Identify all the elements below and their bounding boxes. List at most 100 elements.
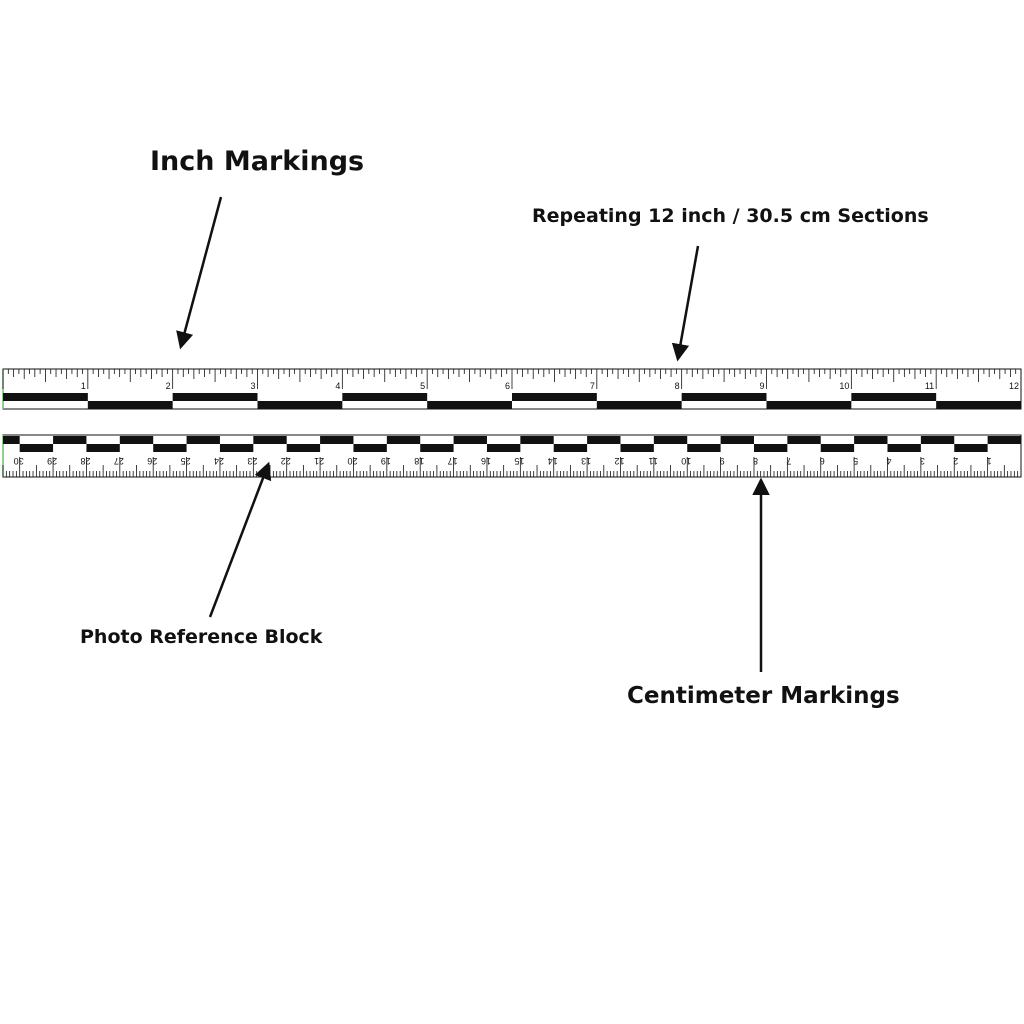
cm-photo-block	[653, 436, 688, 444]
cm-photo-block	[987, 436, 1021, 444]
inch-photo-block	[766, 401, 852, 409]
inch-tick-label: 4	[335, 381, 340, 391]
cm-tick-label: 24	[214, 456, 224, 466]
inch-tick-label: 3	[250, 381, 255, 391]
cm-tick-label: 14	[548, 456, 558, 466]
inch-photo-blocks	[3, 393, 1021, 409]
repeating-sections-arrow	[671, 245, 700, 362]
inch-tick-label: 12	[1009, 381, 1019, 391]
cm-tick-label: 22	[281, 456, 291, 466]
cm-photo-block	[787, 436, 821, 444]
cm-tick-label: 28	[80, 456, 90, 466]
cm-tick-label: 16	[481, 456, 491, 466]
cm-tick-label: 8	[753, 456, 758, 466]
cm-tick-label: 7	[786, 456, 791, 466]
photo-reference-block-label: Photo Reference Block	[80, 626, 323, 648]
cm-photo-block	[486, 444, 521, 452]
cm-tick-label: 11	[649, 456, 658, 466]
cm-photo-block	[386, 436, 421, 444]
inch-tick-label: 6	[505, 381, 510, 391]
cm-tick-label: 17	[448, 456, 458, 466]
photo-reference-block-arrow	[208, 461, 272, 618]
cm-tick-label: 21	[314, 456, 324, 466]
inch-tick-label: 5	[420, 381, 425, 391]
cm-photo-block	[687, 444, 721, 452]
cm-tick-label: 15	[514, 456, 524, 466]
cm-photo-block	[553, 444, 588, 452]
inch-photo-block	[342, 393, 428, 401]
cm-photo-blocks	[3, 436, 1021, 452]
cm-tick-label: 23	[247, 456, 257, 466]
cm-photo-block	[854, 436, 888, 444]
inch-tick-label: 2	[166, 381, 171, 391]
cm-ruler: 1234567891011121314151617181920212223242…	[2, 434, 1022, 478]
cm-photo-block	[3, 436, 20, 444]
inch-photo-block	[512, 393, 597, 401]
cm-tick-label: 20	[347, 456, 357, 466]
cm-photo-block	[286, 444, 321, 452]
inch-photo-block	[596, 401, 682, 409]
inch-tick-label: 8	[675, 381, 680, 391]
inch-tick-label: 11	[925, 381, 934, 391]
cm-photo-block	[253, 436, 287, 444]
repeating-sections-label: Repeating 12 inch / 30.5 cm Sections	[532, 205, 929, 227]
cm-photo-block	[720, 436, 754, 444]
cm-tick-label: 26	[147, 456, 157, 466]
cm-tick-label: 13	[581, 456, 591, 466]
cm-photo-block	[420, 444, 454, 452]
cm-tick-label: 18	[414, 456, 424, 466]
cm-photo-block	[320, 436, 354, 444]
inch-photo-block	[257, 401, 343, 409]
cm-tick-label: 12	[614, 456, 624, 466]
cm-photo-block	[520, 436, 554, 444]
cm-photo-block	[920, 436, 955, 444]
cm-labels: 1234567891011121314151617181920212223242…	[14, 456, 992, 466]
cm-tick-label: 29	[47, 456, 57, 466]
inch-tick-label: 10	[839, 381, 849, 391]
inch-tick-label: 1	[81, 381, 86, 391]
inch-tick-label: 9	[759, 381, 764, 391]
cm-tick-label: 3	[920, 456, 925, 466]
centimeter-markings-label: Centimeter Markings	[627, 683, 900, 709]
cm-tick-label: 9	[720, 456, 725, 466]
inch-photo-block	[172, 393, 258, 401]
cm-tick-label: 6	[820, 456, 825, 466]
cm-photo-block	[153, 444, 187, 452]
inch-photo-block	[681, 393, 767, 401]
cm-ticks	[2, 457, 1022, 477]
cm-photo-block	[820, 444, 855, 452]
cm-photo-block	[620, 444, 654, 452]
cm-photo-block	[219, 444, 254, 452]
cm-tick-label: 27	[114, 456, 124, 466]
cm-photo-block	[887, 444, 921, 452]
cm-tick-label: 4	[886, 456, 891, 466]
cm-photo-block	[119, 436, 154, 444]
inch-ticks	[2, 369, 1022, 389]
cm-photo-block	[453, 436, 487, 444]
cm-photo-block	[19, 444, 54, 452]
inch-photo-block	[427, 401, 512, 409]
cm-photo-block	[86, 444, 120, 452]
cm-tick-label: 30	[14, 456, 24, 466]
cm-photo-block	[353, 444, 387, 452]
cm-tick-label: 19	[381, 456, 391, 466]
cm-photo-block	[186, 436, 220, 444]
inch-markings-arrow	[176, 196, 223, 350]
inch-markings-label: Inch Markings	[150, 146, 365, 177]
cm-tick-label: 10	[681, 456, 691, 466]
inch-tick-label: 7	[590, 381, 595, 391]
cm-photo-block	[753, 444, 788, 452]
cm-tick-label: 25	[181, 456, 191, 466]
cm-tick-label: 5	[853, 456, 858, 466]
inch-photo-block	[87, 401, 173, 409]
cm-photo-block	[954, 444, 988, 452]
cm-tick-label: 2	[953, 456, 958, 466]
cm-photo-block	[53, 436, 87, 444]
inch-photo-block	[3, 393, 88, 401]
cm-photo-block	[587, 436, 621, 444]
inch-photo-block	[936, 401, 1021, 409]
